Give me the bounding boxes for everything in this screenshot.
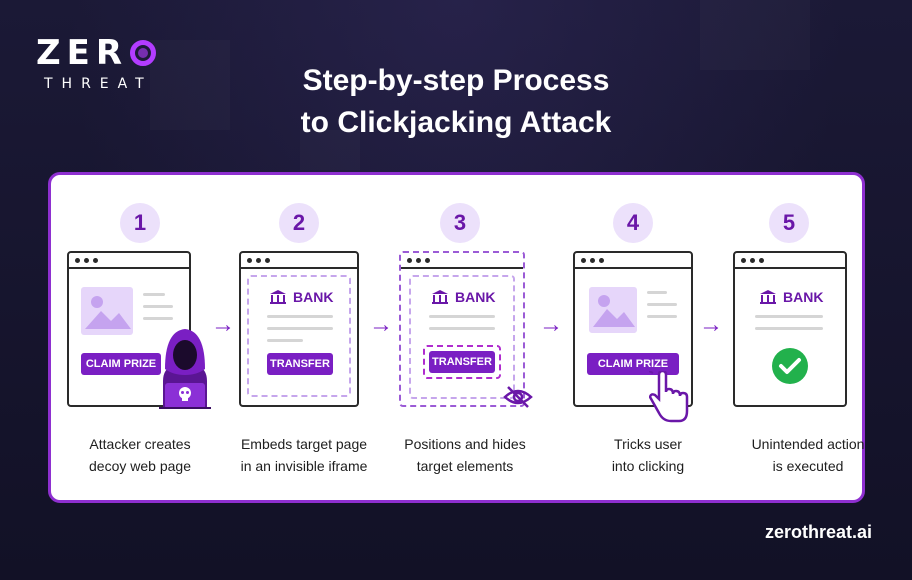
bank-text: BANK [455,289,496,305]
browser-window: BANK TRANSFER [239,251,359,407]
step-caption: Tricks user into clicking [558,433,738,477]
bank-label: BANK [431,289,495,305]
text-line [647,303,677,306]
caption-line: Unintended action [751,436,865,452]
invisible-iframe-outline [247,275,351,397]
text-line [755,327,823,330]
logo-main-text: ZER [36,33,129,73]
step-number: 5 [769,203,809,243]
browser-titlebar [241,253,357,269]
browser-titlebar [69,253,189,269]
text-line [143,305,173,308]
logo-wordmark: ZER [36,36,176,70]
step-caption: Positions and hides target elements [377,433,553,477]
transfer-button[interactable]: TRANSFER [429,351,495,373]
transfer-button[interactable]: TRANSFER [267,353,333,375]
text-line [647,315,677,318]
hand-pointer-icon [649,371,689,423]
bank-icon [760,290,776,304]
page-title: Step-by-step Process to Clickjacking Att… [0,60,912,144]
skull-icon [179,387,191,401]
step-5: 5 BANK Unintended action is executed [733,175,883,506]
caption-line: Embeds target page [240,436,368,452]
steps-panel: 1 CLAIM PRIZE [48,172,865,503]
browser-window: CLAIM PRIZE [573,251,693,407]
step-2: 2 BANK TRANSFER Embeds target page in an… [239,175,389,506]
check-circle-icon [772,348,808,384]
step-number: 2 [279,203,319,243]
image-icon [589,287,637,333]
bank-text: BANK [293,289,334,305]
hidden-element-outline [423,345,501,379]
text-line [429,315,495,318]
caption-line: in an invisible iframe [240,458,368,474]
step-number: 1 [120,203,160,243]
text-line [267,327,333,330]
bank-label: BANK [759,289,823,305]
zerothreat-logo: ZER THREAT [36,36,176,92]
text-line [267,315,333,318]
caption-line: into clicking [611,458,685,474]
claim-prize-button[interactable]: CLAIM PRIZE [587,353,679,375]
arrow-right-icon: → [699,311,723,338]
bank-icon [432,290,448,304]
arrow-right-icon: → [369,311,393,338]
step-4: 4 CLAIM PRIZE Tricks user into clicking [573,175,723,506]
caption-line: Attacker creates [89,436,191,452]
step-3: 3 BANK TRANSFER Positions and hide [399,175,549,506]
claim-prize-button[interactable]: CLAIM PRIZE [81,353,161,375]
caption-line: decoy web page [89,458,191,474]
logo-o-ring [130,40,157,66]
browser-titlebar [575,253,691,269]
text-line [143,293,165,296]
logo-subtext: THREAT [44,76,153,92]
step-1: 1 CLAIM PRIZE [65,175,215,506]
eye-slash-icon [503,386,533,408]
footer-url[interactable]: zerothreat.ai [764,522,872,542]
browser-window: BANK TRANSFER [399,251,525,407]
text-line [429,327,495,330]
arrow-right-icon: → [211,311,235,338]
text-line [647,291,667,294]
browser-titlebar [735,253,845,269]
hacker-icon [159,329,211,409]
caption-line: is executed [772,458,844,474]
title-line-2: to Clickjacking Attack [300,106,612,139]
step-number: 4 [613,203,653,243]
bank-icon [270,290,286,304]
caption-line: Positions and hides [404,436,526,452]
step-caption: Embeds target page in an invisible ifram… [214,433,394,477]
text-line [755,315,823,318]
browser-titlebar [401,253,523,269]
text-line [267,339,303,342]
step-caption: Unintended action is executed [713,433,903,477]
step-caption: Attacker creates decoy web page [45,433,235,477]
image-icon [81,287,133,335]
caption-line: target elements [416,458,514,474]
caption-line: Tricks user [614,436,682,452]
bank-label: BANK [269,289,333,305]
bank-text: BANK [783,289,824,305]
invisible-iframe-outline [409,275,515,399]
title-line-1: Step-by-step Process [302,64,610,97]
text-line [143,317,173,320]
step-number: 3 [440,203,480,243]
arrow-right-icon: → [539,311,563,338]
browser-window: BANK [733,251,847,407]
